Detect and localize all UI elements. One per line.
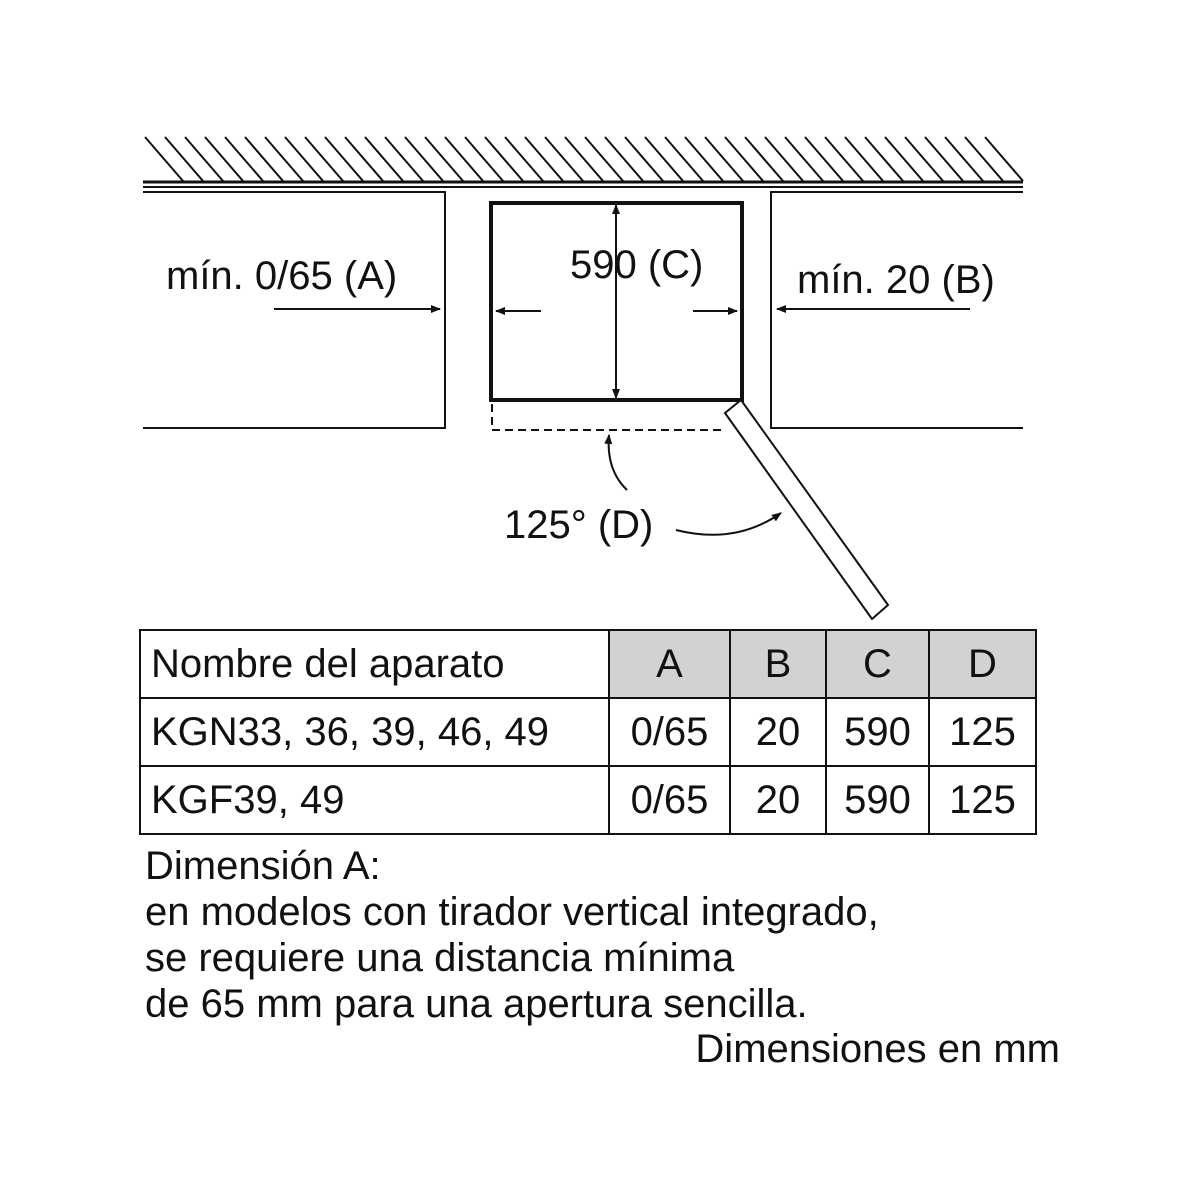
door-closed-outline xyxy=(491,404,725,431)
header-a: A xyxy=(608,629,731,699)
wall-hatch-line xyxy=(904,136,944,182)
wall-hatch-line xyxy=(684,136,724,182)
angle-d-arrow-up xyxy=(604,434,628,491)
wall-hatch-line xyxy=(704,136,744,182)
wall-hatch-line xyxy=(964,136,1004,182)
row-value-c: 590 xyxy=(825,765,930,835)
wall-hatch-line xyxy=(504,136,544,182)
wall-hatch-line xyxy=(544,136,584,182)
wall-hatch-line xyxy=(284,136,324,182)
left-cabinet xyxy=(143,191,446,429)
table-row: KGN33, 36, 39, 46, 49 0/65 20 590 125 xyxy=(139,697,1037,767)
wall-hatch-line xyxy=(224,136,264,182)
header-appliance-name: Nombre del aparato xyxy=(139,629,610,699)
wall-hatch-line xyxy=(364,136,404,182)
wall-hatch-line xyxy=(664,136,704,182)
row-value-a: 0/65 xyxy=(608,697,731,767)
wall xyxy=(143,136,1024,188)
wall-hatch-line xyxy=(444,136,484,182)
row-appliance-name: KGF39, 49 xyxy=(139,765,610,835)
note-line: de 65 mm para una apertura sencilla. xyxy=(145,982,808,1026)
wall-hatch-line xyxy=(244,136,284,182)
table-row: KGF39, 49 0/65 20 590 125 xyxy=(139,765,1037,835)
label-d: 125° (D) xyxy=(504,503,653,547)
wall-hatch-line xyxy=(164,136,204,182)
row-value-d: 125 xyxy=(928,765,1037,835)
wall-hatch-line xyxy=(984,136,1024,182)
header-b: B xyxy=(729,629,827,699)
label-a: mín. 0/65 (A) xyxy=(166,254,397,298)
label-c: 590 (C) xyxy=(570,243,703,287)
note-line: en modelos con tirador vertical integrad… xyxy=(145,890,879,934)
wall-hatch-line xyxy=(184,136,224,182)
wall-hatch-line xyxy=(824,136,864,182)
wall-hatch-line xyxy=(564,136,604,182)
note-line: se requiere una distancia mínima xyxy=(145,936,735,980)
appliance-body xyxy=(489,201,744,402)
installation-diagram: mín. 0/65 (A) mín. 20 (B) 590 (C) 125° (… xyxy=(143,136,1024,620)
wall-hatch-line xyxy=(524,136,564,182)
wall-hatch-line xyxy=(584,136,624,182)
wall-hatch-line xyxy=(324,136,364,182)
wall-hatch-line xyxy=(144,136,184,182)
wall-hatch-line xyxy=(944,136,984,182)
wall-hatch-line xyxy=(344,136,384,182)
wall-hatch-line xyxy=(744,136,784,182)
row-value-a: 0/65 xyxy=(608,765,731,835)
label-b: mín. 20 (B) xyxy=(797,258,995,302)
header-d: D xyxy=(928,629,1037,699)
wall-hatch-line xyxy=(844,136,884,182)
row-appliance-name: KGN33, 36, 39, 46, 49 xyxy=(139,697,610,767)
wall-hatch-line xyxy=(304,136,344,182)
wall-hatch-line xyxy=(384,136,424,182)
wall-hatch-line xyxy=(484,136,524,182)
appliance-dimensions-table: Nombre del aparato A B C D KGN33, 36, 39… xyxy=(139,629,1037,835)
header-c: C xyxy=(825,629,930,699)
row-value-b: 20 xyxy=(729,697,827,767)
wall-hatch-line xyxy=(724,136,764,182)
wall-hatch-line xyxy=(804,136,844,182)
wall-hatch-line xyxy=(404,136,444,182)
door-open xyxy=(723,398,890,620)
units-caption: Dimensiones en mm xyxy=(695,1027,1060,1071)
row-value-d: 125 xyxy=(928,697,1037,767)
wall-hatch-line xyxy=(784,136,824,182)
wall-hatch-line xyxy=(644,136,684,182)
row-value-b: 20 xyxy=(729,765,827,835)
wall-hatch-line xyxy=(264,136,304,182)
row-value-c: 590 xyxy=(825,697,930,767)
wall-hatch-line xyxy=(604,136,644,182)
table-header-row: Nombre del aparato A B C D xyxy=(139,629,1037,699)
wall-hatching xyxy=(144,136,1024,182)
note-title: Dimensión A: xyxy=(145,844,381,888)
wall-hatch-line xyxy=(464,136,504,182)
wall-hatch-line xyxy=(204,136,244,182)
right-cabinet xyxy=(770,191,1023,429)
wall-hatch-line xyxy=(424,136,464,182)
angle-d-arrow-right xyxy=(675,512,782,536)
dimension-a-note: Dimensión A: en modelos con tirador vert… xyxy=(145,843,879,1027)
wall-hatch-line xyxy=(924,136,964,182)
wall-hatch-line xyxy=(884,136,924,182)
wall-hatch-line xyxy=(624,136,664,182)
wall-hatch-line xyxy=(764,136,804,182)
wall-hatch-line xyxy=(864,136,904,182)
